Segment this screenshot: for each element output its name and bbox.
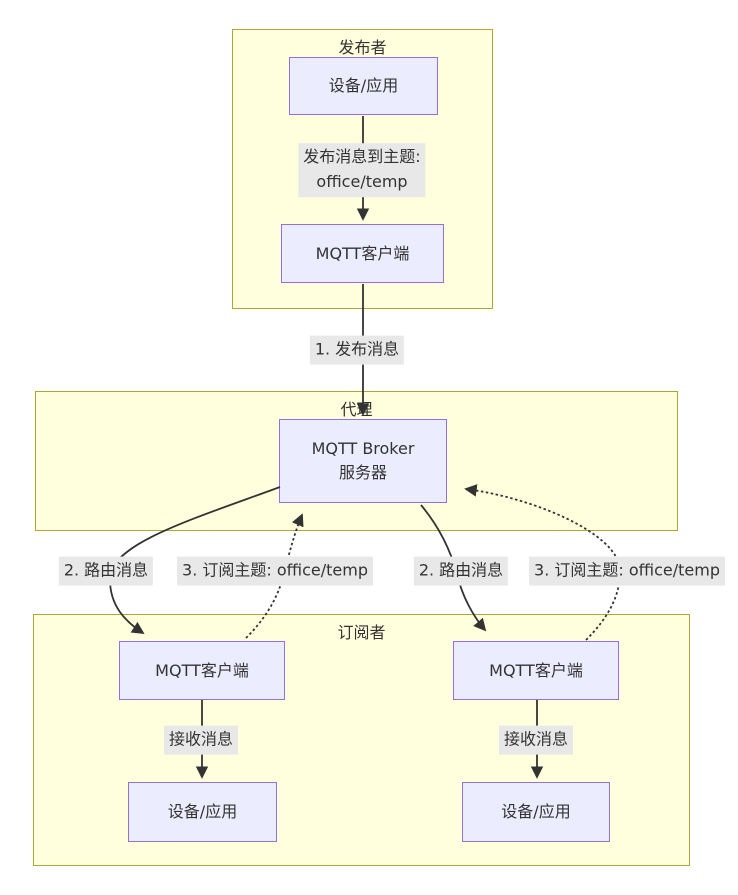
node-subscriber-left-mqtt-client-label: MQTT客户端 — [155, 660, 249, 680]
node-subscriber-right-device: 设备/应用 — [462, 782, 610, 842]
edge-label-route-left: 2. 路由消息 — [58, 556, 154, 586]
edge-label-publish-topic-line2: office/temp — [316, 172, 408, 191]
node-mqtt-broker-line1: MQTT Broker — [311, 439, 415, 458]
edge-label-publish-topic-line1: 发布消息到主题: — [303, 147, 421, 167]
edge-label-route-right: 2. 路由消息 — [413, 556, 509, 586]
edge-label-publish-topic: 发布消息到主题: office/temp — [298, 143, 426, 197]
node-subscriber-left-mqtt-client: MQTT客户端 — [119, 641, 285, 700]
node-subscriber-left-device: 设备/应用 — [128, 782, 277, 842]
node-subscriber-left-device-label: 设备/应用 — [167, 802, 238, 821]
edge-label-receive-left: 接收消息 — [163, 725, 239, 755]
node-publisher-device-label: 设备/应用 — [328, 76, 399, 95]
node-subscriber-right-device-label: 设备/应用 — [501, 802, 571, 821]
node-mqtt-broker-line2: 服务器 — [338, 463, 387, 482]
node-publisher-device: 设备/应用 — [289, 57, 438, 115]
node-subscriber-right-mqtt-client: MQTT客户端 — [453, 641, 619, 700]
cluster-broker-title: 代理 — [340, 400, 373, 419]
edge-label-step1-publish: 1. 发布消息 — [309, 335, 405, 365]
node-subscriber-right-mqtt-client-label: MQTT客户端 — [489, 660, 583, 680]
node-publisher-mqtt-client: MQTT客户端 — [281, 224, 444, 283]
cluster-publisher-title: 发布者 — [338, 38, 387, 57]
node-mqtt-broker: MQTT Broker 服务器 — [279, 419, 447, 503]
edge-label-subscribe-left: 3. 订阅主题: office/temp — [177, 556, 373, 586]
edge-label-subscribe-right: 3. 订阅主题: office/temp — [529, 556, 725, 586]
cluster-subscriber-title: 订阅者 — [337, 623, 386, 642]
edge-label-receive-right: 接收消息 — [498, 725, 574, 755]
node-publisher-mqtt-client-label: MQTT客户端 — [315, 243, 410, 263]
